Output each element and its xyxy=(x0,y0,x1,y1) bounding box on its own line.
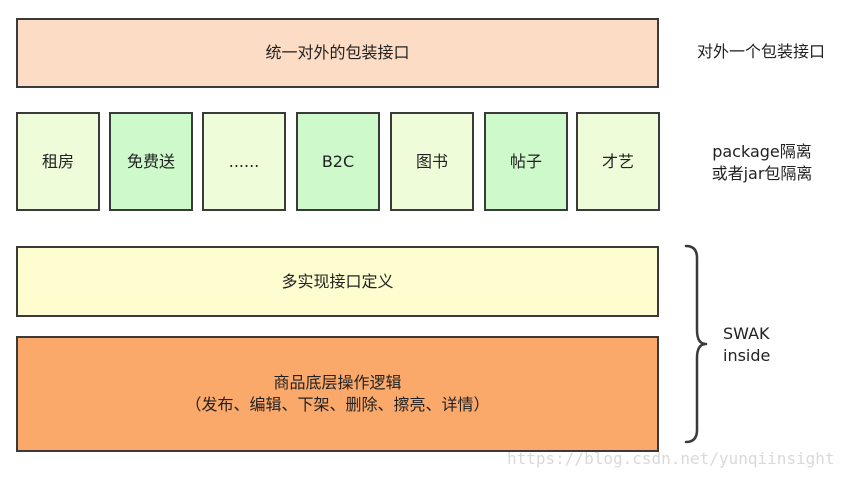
annotation-package-isolation: package隔离 或者jar包隔离 xyxy=(702,141,822,185)
annotation-package-line2: 或者jar包隔离 xyxy=(711,164,813,183)
module-box-rental: 租房 xyxy=(16,112,100,211)
module-box-free-giveaway: 免费送 xyxy=(109,112,193,211)
annotation-swak-line2: inside xyxy=(723,346,771,365)
module-box-talent: 才艺 xyxy=(576,112,660,211)
module-label-posts: 帖子 xyxy=(509,151,542,171)
module-box-ellipsis: ...... xyxy=(202,112,286,211)
annotation-package-line1: package隔离 xyxy=(712,142,812,161)
module-box-books: 图书 xyxy=(390,112,474,211)
module-box-posts: 帖子 xyxy=(484,112,568,211)
multi-impl-interface-definition-label: 多实现接口定义 xyxy=(281,271,394,291)
curly-brace-icon xyxy=(684,244,708,444)
product-base-logic-title: 商品底层操作逻辑 xyxy=(273,373,402,393)
multi-impl-interface-definition-box: 多实现接口定义 xyxy=(16,246,659,317)
module-label-b2c: B2C xyxy=(321,151,355,171)
module-label-books: 图书 xyxy=(415,151,448,171)
product-base-logic-operations: （发布、编辑、下架、删除、擦亮、详情） xyxy=(185,395,490,414)
module-box-b2c: B2C xyxy=(296,112,380,211)
annotation-swak-inside: SWAK inside xyxy=(723,323,770,367)
unified-wrapper-interface-label: 统一对外的包装接口 xyxy=(265,43,410,63)
annotation-single-wrapper: 对外一个包装接口 xyxy=(697,42,826,61)
module-label-rental: 租房 xyxy=(41,151,74,171)
product-base-logic-box: 商品底层操作逻辑 （发布、编辑、下架、删除、擦亮、详情） xyxy=(16,336,659,452)
source-watermark: https://blog.csdn.net/yunqiinsight xyxy=(507,449,835,468)
unified-wrapper-interface-box: 统一对外的包装接口 xyxy=(16,18,659,88)
module-label-ellipsis: ...... xyxy=(228,151,260,171)
module-label-talent: 才艺 xyxy=(601,151,634,171)
module-label-free-giveaway: 免费送 xyxy=(126,151,175,171)
annotation-swak-line1: SWAK xyxy=(723,324,770,343)
